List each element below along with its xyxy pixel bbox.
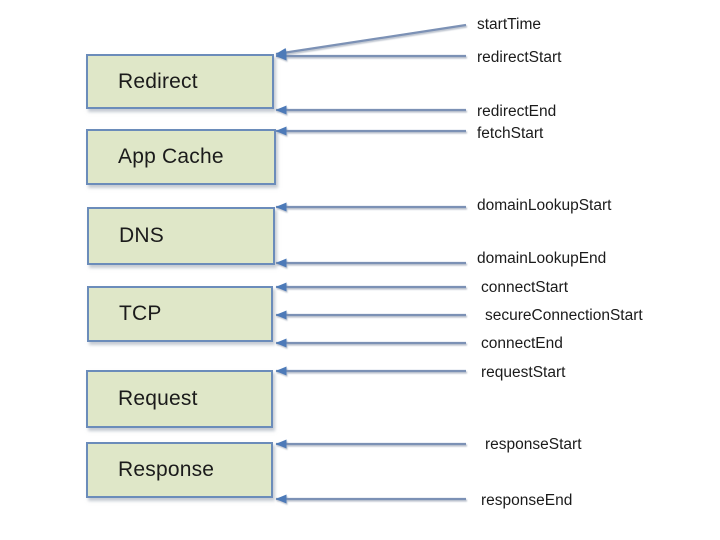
phase-box-label-response: Response xyxy=(118,458,215,481)
event-label-connectEnd: connectEnd xyxy=(481,335,563,352)
event-label-domainLookupStart: domainLookupStart xyxy=(477,197,612,214)
phase-box-response: Response xyxy=(86,442,273,498)
phase-box-label-app-cache: App Cache xyxy=(118,145,224,168)
event-label-startTime: startTime xyxy=(477,16,542,33)
phase-box-app-cache: App Cache xyxy=(86,129,276,185)
phase-box-dns: DNS xyxy=(87,207,275,265)
event-label-requestStart: requestStart xyxy=(481,364,566,381)
event-label-redirectStart: redirectStart xyxy=(477,49,562,66)
event-label-secureConnectionStart: secureConnectionStart xyxy=(485,307,643,324)
event-label-fetchStart: fetchStart xyxy=(477,125,544,142)
phase-box-label-tcp: TCP xyxy=(119,302,162,325)
event-label-domainLookupEnd: domainLookupEnd xyxy=(477,250,607,267)
event-label-connectStart: connectStart xyxy=(481,279,569,296)
phase-box-label-redirect: Redirect xyxy=(118,69,198,93)
phase-box-redirect: Redirect xyxy=(86,54,274,109)
phase-box-label-request: Request xyxy=(118,387,198,410)
phase-box-label-dns: DNS xyxy=(119,224,164,247)
event-label-responseEnd: responseEnd xyxy=(481,492,573,509)
event-label-responseStart: responseStart xyxy=(485,436,582,453)
phase-box-tcp: TCP xyxy=(87,286,273,342)
arrow-startTime xyxy=(275,23,467,57)
event-label-redirectEnd: redirectEnd xyxy=(477,103,557,120)
phase-box-request: Request xyxy=(86,370,273,428)
